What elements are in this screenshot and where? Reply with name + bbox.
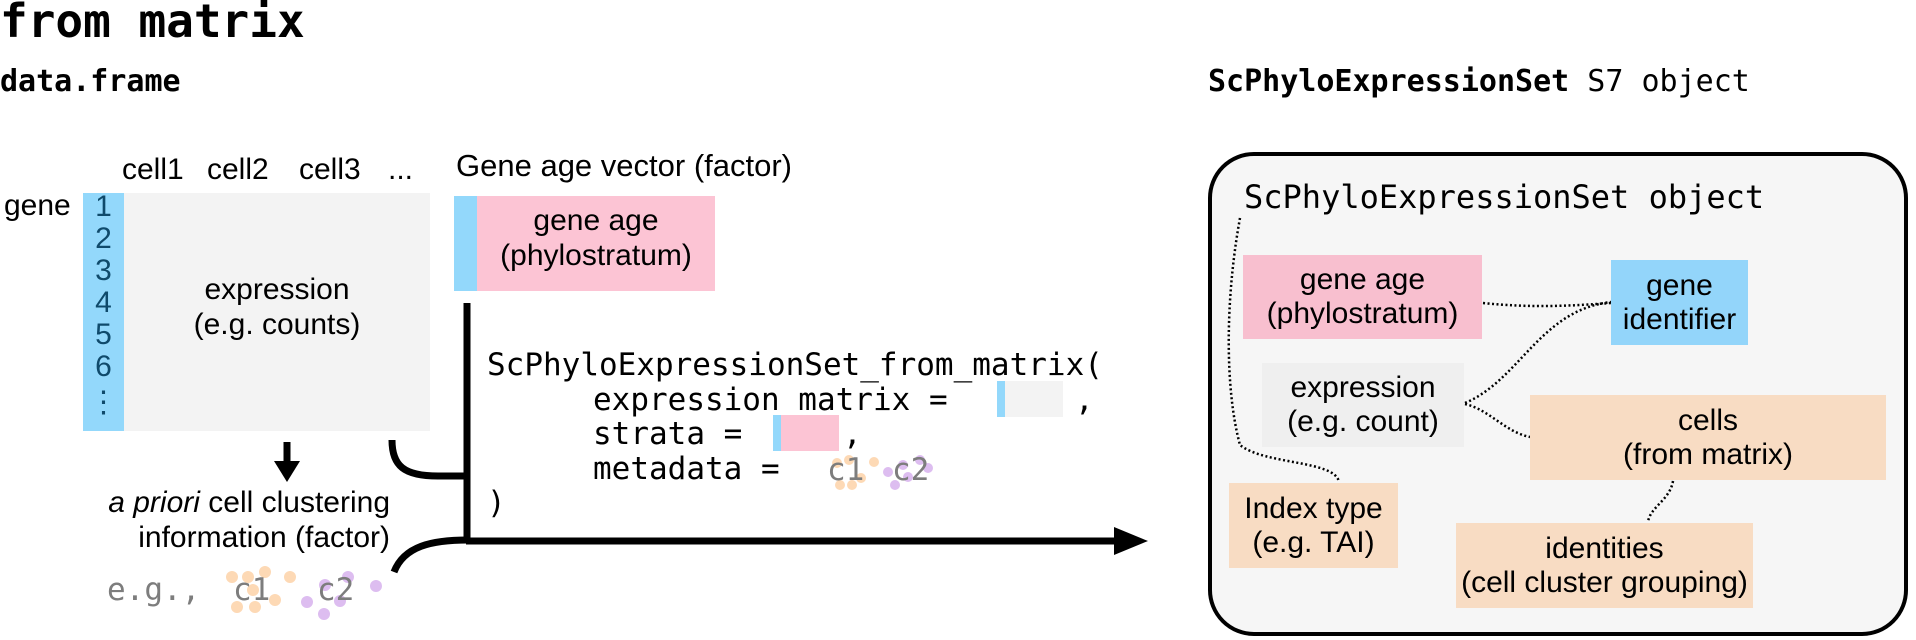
- example-cluster-c2: c2: [317, 572, 355, 608]
- node-gene-id-line1: gene: [1646, 268, 1713, 302]
- column-header: cell2: [207, 153, 269, 186]
- matrix-connector: [388, 439, 468, 480]
- node-cells: cells(from matrix): [1530, 395, 1886, 480]
- gene-row-number: 5: [95, 318, 112, 351]
- code-arg-expression-matrix: expression_matrix =: [593, 382, 948, 418]
- cluster2-dot: [370, 580, 382, 592]
- node-expression-line2: (e.g. count): [1287, 405, 1439, 438]
- code-comma: ,: [1075, 382, 1094, 418]
- code-arg-strata: strata =: [593, 416, 743, 452]
- node-gene-age-line1: gene age: [1299, 263, 1426, 296]
- page-title: from matrix: [0, 0, 305, 48]
- code-arg-metadata: metadata =: [593, 451, 799, 487]
- node-gene-age-line2: (phylostratum): [1266, 297, 1459, 330]
- gene-age-vector-label: Gene age vector (factor): [456, 148, 792, 183]
- node-index-line2: (e.g. TAI): [1252, 525, 1375, 559]
- gene-row-label: gene: [4, 189, 71, 222]
- object-heading-class: ScPhyloExpressionSet: [1208, 64, 1570, 99]
- example-cluster-c1: c1: [233, 572, 271, 608]
- metadata-cluster-c2: c2: [892, 452, 930, 488]
- cluster1-dot: [284, 571, 296, 583]
- dataframe-label: data.frame: [0, 64, 181, 99]
- metadata-cluster-c1: c1: [827, 452, 865, 488]
- strata-slot: [781, 415, 839, 451]
- object-heading: ScPhyloExpressionSet S7 object: [1208, 64, 1750, 99]
- expression-slot: [1005, 381, 1063, 417]
- gene-age-line2: (phylostratum): [500, 239, 692, 272]
- object-container-title: ScPhyloExpressionSet object: [1244, 178, 1765, 216]
- node-expression: expression(e.g. count): [1262, 363, 1464, 447]
- gene-row-number: 1: [95, 190, 112, 223]
- expression-slot-id-strip: [997, 381, 1005, 417]
- node-identities-line1: identities: [1545, 531, 1664, 565]
- clustering-line2: information (factor): [138, 521, 390, 554]
- gene-row-number: 4: [95, 286, 112, 319]
- gene-row-number: 6: [95, 350, 112, 383]
- clustering-info-label: a priori cell clustering information (fa…: [40, 485, 390, 555]
- node-expression-line1: expression: [1290, 371, 1436, 404]
- expression-matrix-label: expression (e.g. counts): [124, 272, 430, 342]
- node-identities-line2: (cell cluster grouping): [1461, 565, 1748, 599]
- code-comma: ,: [843, 416, 862, 452]
- expression-label-line1: expression: [204, 273, 350, 306]
- gene-row-number: 2: [95, 222, 112, 255]
- gene-id-column: 1 2 3 4 5 6 ⋮: [83, 190, 124, 431]
- gene-row-number: ⋮: [88, 386, 119, 419]
- clustering-connector: [390, 536, 469, 574]
- gene-row-number: 3: [95, 254, 112, 287]
- node-index-type: Index type(e.g. TAI): [1229, 483, 1398, 568]
- cluster1-dot: [269, 594, 281, 606]
- gene-age-vector-body: [477, 196, 715, 291]
- node-gene-id-line2: identifier: [1622, 302, 1737, 336]
- apriori-italic: a priori: [108, 486, 200, 519]
- gene-age-vector-text: gene age (phylostratum): [477, 203, 715, 273]
- column-header: cell3: [299, 153, 361, 186]
- node-index-line1: Index type: [1244, 491, 1383, 525]
- column-header: ...: [388, 153, 414, 186]
- node-identities: identities(cell cluster grouping): [1456, 523, 1753, 608]
- strata-slot-id-strip: [773, 415, 781, 451]
- clustering-line1: cell clustering: [199, 486, 390, 519]
- gene-age-vector-id-strip: [454, 196, 477, 291]
- gene-age-line1: gene age: [533, 204, 659, 237]
- expression-label-line2: (e.g. counts): [193, 308, 361, 341]
- code-close-paren: ): [487, 485, 506, 521]
- cluster2-dot: [301, 596, 313, 608]
- node-gene-age: gene age(phylostratum): [1243, 255, 1482, 339]
- node-cells-line2: (from matrix): [1623, 437, 1793, 471]
- down-arrow-head: [274, 461, 300, 482]
- example-prefix: e.g.,: [107, 572, 219, 608]
- code-function-call: ScPhyloExpressionSet_from_matrix(: [487, 347, 1103, 383]
- column-header: cell1: [122, 153, 184, 186]
- node-cells-line1: cells: [1677, 403, 1738, 437]
- expression-matrix: [124, 193, 430, 431]
- object-heading-type: S7 object: [1569, 64, 1750, 99]
- cluster2-dot: [318, 608, 330, 620]
- cluster1-dot: [869, 457, 879, 467]
- main-arrow-head: [1114, 527, 1148, 555]
